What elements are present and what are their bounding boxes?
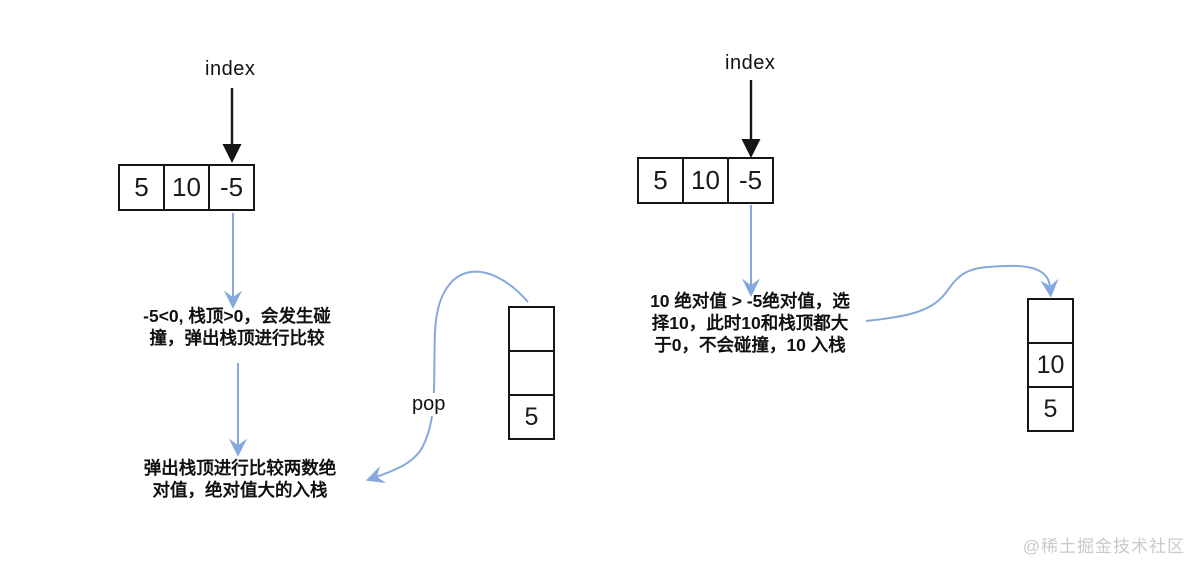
right-array: 5 10 -5 (637, 157, 774, 204)
push-curve-arrow (865, 264, 1059, 322)
array-cell: 5 (637, 157, 684, 204)
right-index-label: index (725, 52, 776, 74)
left-index-label: index (205, 58, 256, 80)
stack-cell: 5 (1027, 386, 1074, 432)
array-cell: -5 (208, 164, 255, 211)
right-stack: 10 5 (1027, 298, 1074, 432)
array-cell: 10 (163, 164, 210, 211)
pop-label: pop (408, 393, 450, 416)
left-array: 5 10 -5 (118, 164, 255, 211)
stack-cell: 5 (508, 394, 555, 440)
left-stack: 5 (508, 306, 555, 440)
stack-cell (1027, 298, 1074, 344)
left-note-pop-compare: 弹出栈顶进行比较两数绝 对值，绝对值大的入栈 (143, 458, 337, 500)
array-cell: -5 (727, 157, 774, 204)
array-cell: 10 (682, 157, 729, 204)
watermark: @稀土掘金技术社区 (1022, 537, 1185, 556)
left-note-collision: -5<0, 栈顶>0，会发生碰 撞，弹出栈顶进行比较 (143, 306, 331, 348)
stack-cell (508, 350, 555, 396)
stack-cell (508, 306, 555, 352)
pop-curve-arrow (365, 270, 529, 484)
right-note-push: 10 绝对值 > -5绝对值，选 择10，此时10和栈顶都大 于0，不会碰撞，1… (650, 291, 850, 355)
stack-cell: 10 (1027, 342, 1074, 388)
array-cell: 5 (118, 164, 165, 211)
